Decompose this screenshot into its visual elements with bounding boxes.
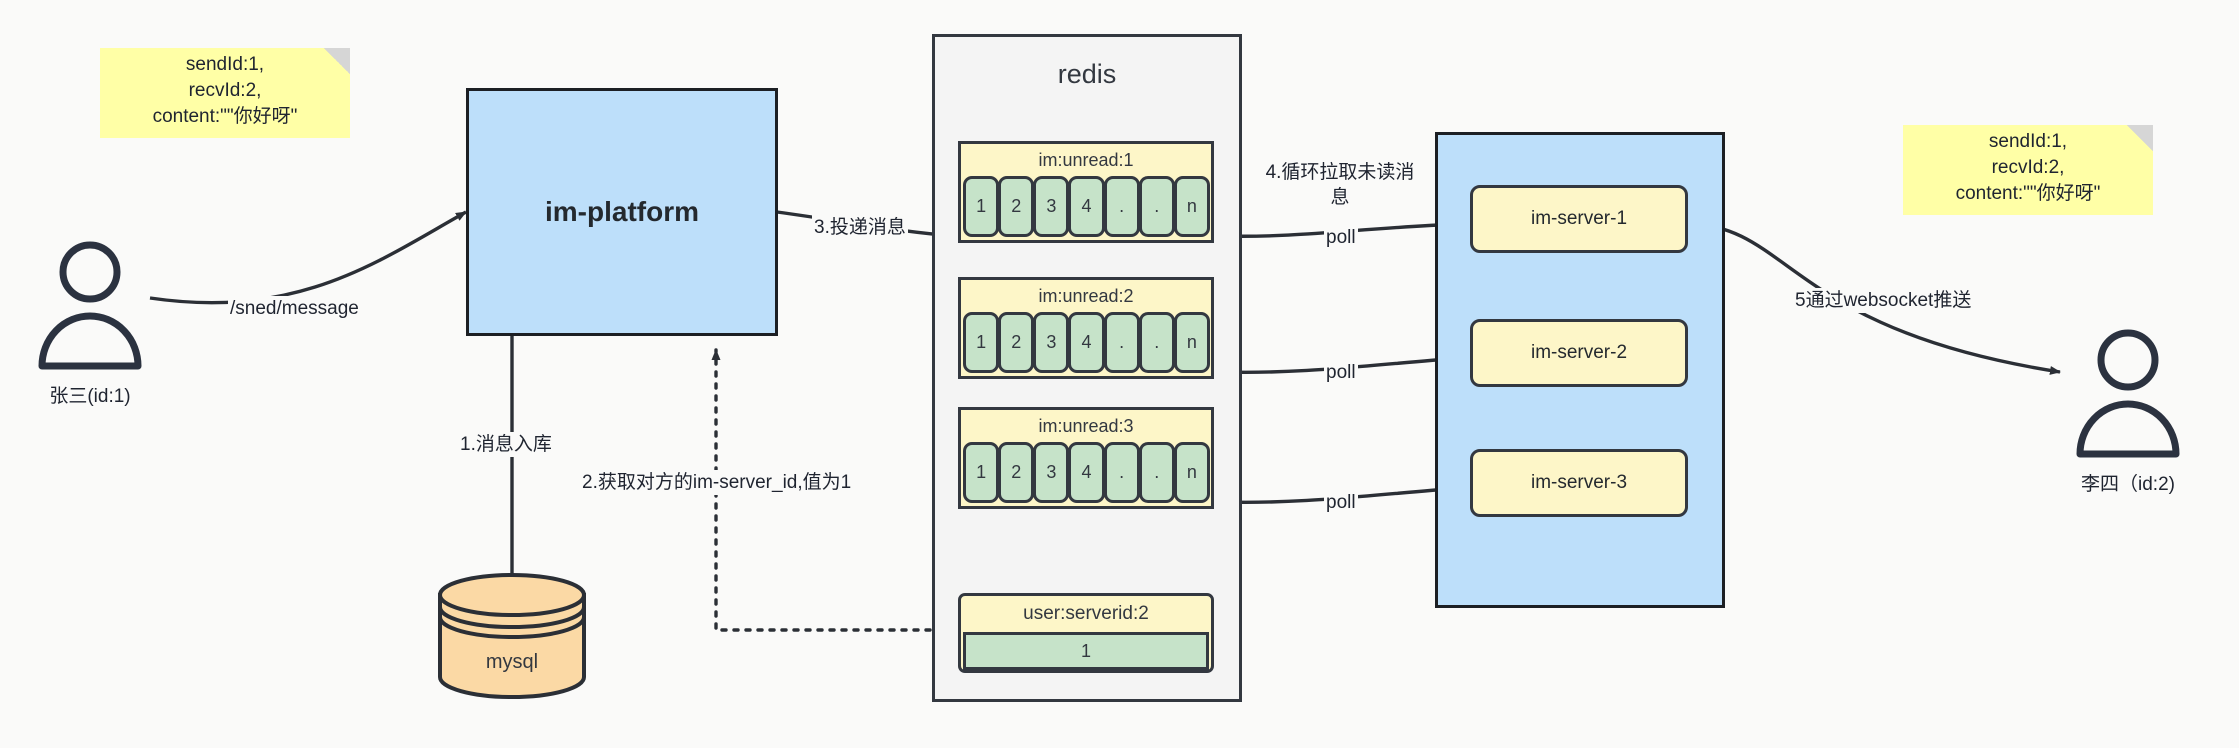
redis-cell: 4 — [1068, 442, 1105, 503]
edge-label-step3: 3.投递消息 — [812, 215, 908, 240]
edge-label-poll-2: poll — [1324, 360, 1358, 385]
redis-cell: . — [1103, 312, 1140, 373]
im-server-node[interactable]: im-server-2 — [1470, 319, 1688, 387]
redis-cell: 2 — [998, 442, 1035, 503]
redis-cell: n — [1173, 442, 1210, 503]
redis-cell: 1 — [963, 312, 1000, 373]
actor-receiver-caption: 李四（id:2) — [2081, 474, 2175, 495]
mysql-database[interactable]: mysql — [432, 565, 592, 705]
note-right-text: sendId:1, recvId:2, content:""你好呀" — [1955, 131, 2101, 204]
redis-cell: 3 — [1033, 312, 1070, 373]
user-icon — [2076, 329, 2180, 458]
im-server-node[interactable]: im-server-1 — [1470, 185, 1688, 253]
redis-cell: 3 — [1033, 442, 1070, 503]
redis-list-cells: 1 2 3 4 . . n — [961, 176, 1211, 240]
edge-label-step5: 5通过websocket推送 — [1793, 288, 1974, 313]
redis-cell: . — [1103, 176, 1140, 237]
mysql-label: mysql — [485, 651, 539, 673]
redis-cell: . — [1138, 312, 1175, 373]
redis-cell: 4 — [1068, 176, 1105, 237]
redis-kv-name: user:serverid:2 — [1023, 603, 1149, 624]
redis-cell: 1 — [963, 176, 1000, 237]
im-server-label: im-server-3 — [1530, 472, 1628, 493]
im-server-node[interactable]: im-server-3 — [1470, 449, 1688, 517]
actor-sender: 张三(id:1) — [30, 240, 150, 410]
edge-label-poll-1: poll — [1324, 225, 1358, 250]
redis-key-group[interactable]: im:unread:3 1 2 3 4 . . n — [958, 407, 1214, 509]
edge-label-step1: 1.消息入库 — [458, 432, 554, 457]
redis-key-name: im:unread:1 — [1038, 150, 1134, 170]
redis-cell: 4 — [1068, 312, 1105, 373]
redis-list-cells: 1 2 3 4 . . n — [961, 312, 1211, 376]
edge-label-poll-3: poll — [1324, 490, 1358, 515]
actor-receiver: 李四（id:2) — [2068, 328, 2188, 498]
im-server-label: im-server-1 — [1530, 208, 1628, 229]
note-fold-icon — [324, 48, 350, 74]
redis-kv-entry[interactable]: user:serverid:2 1 — [958, 593, 1214, 673]
user-icon — [38, 241, 142, 370]
redis-cell: n — [1173, 176, 1210, 237]
edge-label-send-message: /sned/message — [228, 296, 361, 321]
im-platform-label: im-platform — [545, 196, 699, 227]
edge-label-step2: 2.获取对方的im-server_id,值为1 — [580, 470, 854, 495]
im-server-cluster[interactable]: im-server-1 im-server-2 im-server-3 — [1435, 132, 1725, 608]
redis-cell: . — [1138, 442, 1175, 503]
im-platform-box[interactable]: im-platform — [466, 88, 778, 336]
edge-label-step4: 4.循环拉取未读消 息 — [1258, 160, 1422, 210]
redis-cell: . — [1103, 442, 1140, 503]
redis-key-name: im:unread:2 — [1038, 286, 1134, 306]
edge-send-message — [149, 210, 467, 305]
redis-list-cells: 1 2 3 4 . . n — [961, 442, 1211, 506]
redis-key-name: im:unread:3 — [1038, 416, 1134, 436]
redis-cell: n — [1173, 312, 1210, 373]
im-server-label: im-server-2 — [1530, 342, 1628, 363]
note-fold-icon — [2127, 125, 2153, 151]
redis-cell: 2 — [998, 176, 1035, 237]
redis-cell: 1 — [963, 442, 1000, 503]
redis-key-group[interactable]: im:unread:2 1 2 3 4 . . n — [958, 277, 1214, 379]
redis-container[interactable]: redis im:unread:1 1 2 3 4 . . n im:unrea… — [932, 34, 1242, 702]
cylinder-database-icon — [438, 573, 586, 699]
redis-cell: 2 — [998, 312, 1035, 373]
redis-key-group[interactable]: im:unread:1 1 2 3 4 . . n — [958, 141, 1214, 243]
redis-cell: . — [1138, 176, 1175, 237]
note-left-text: sendId:1, recvId:2, content:""你好呀" — [152, 54, 298, 127]
actor-sender-caption: 张三(id:1) — [49, 386, 131, 407]
redis-kv-value: 1 — [963, 632, 1209, 670]
redis-title: redis — [1057, 59, 1117, 89]
redis-cell: 3 — [1033, 176, 1070, 237]
note-right: sendId:1, recvId:2, content:""你好呀" — [1903, 125, 2153, 215]
note-left: sendId:1, recvId:2, content:""你好呀" — [100, 48, 350, 138]
